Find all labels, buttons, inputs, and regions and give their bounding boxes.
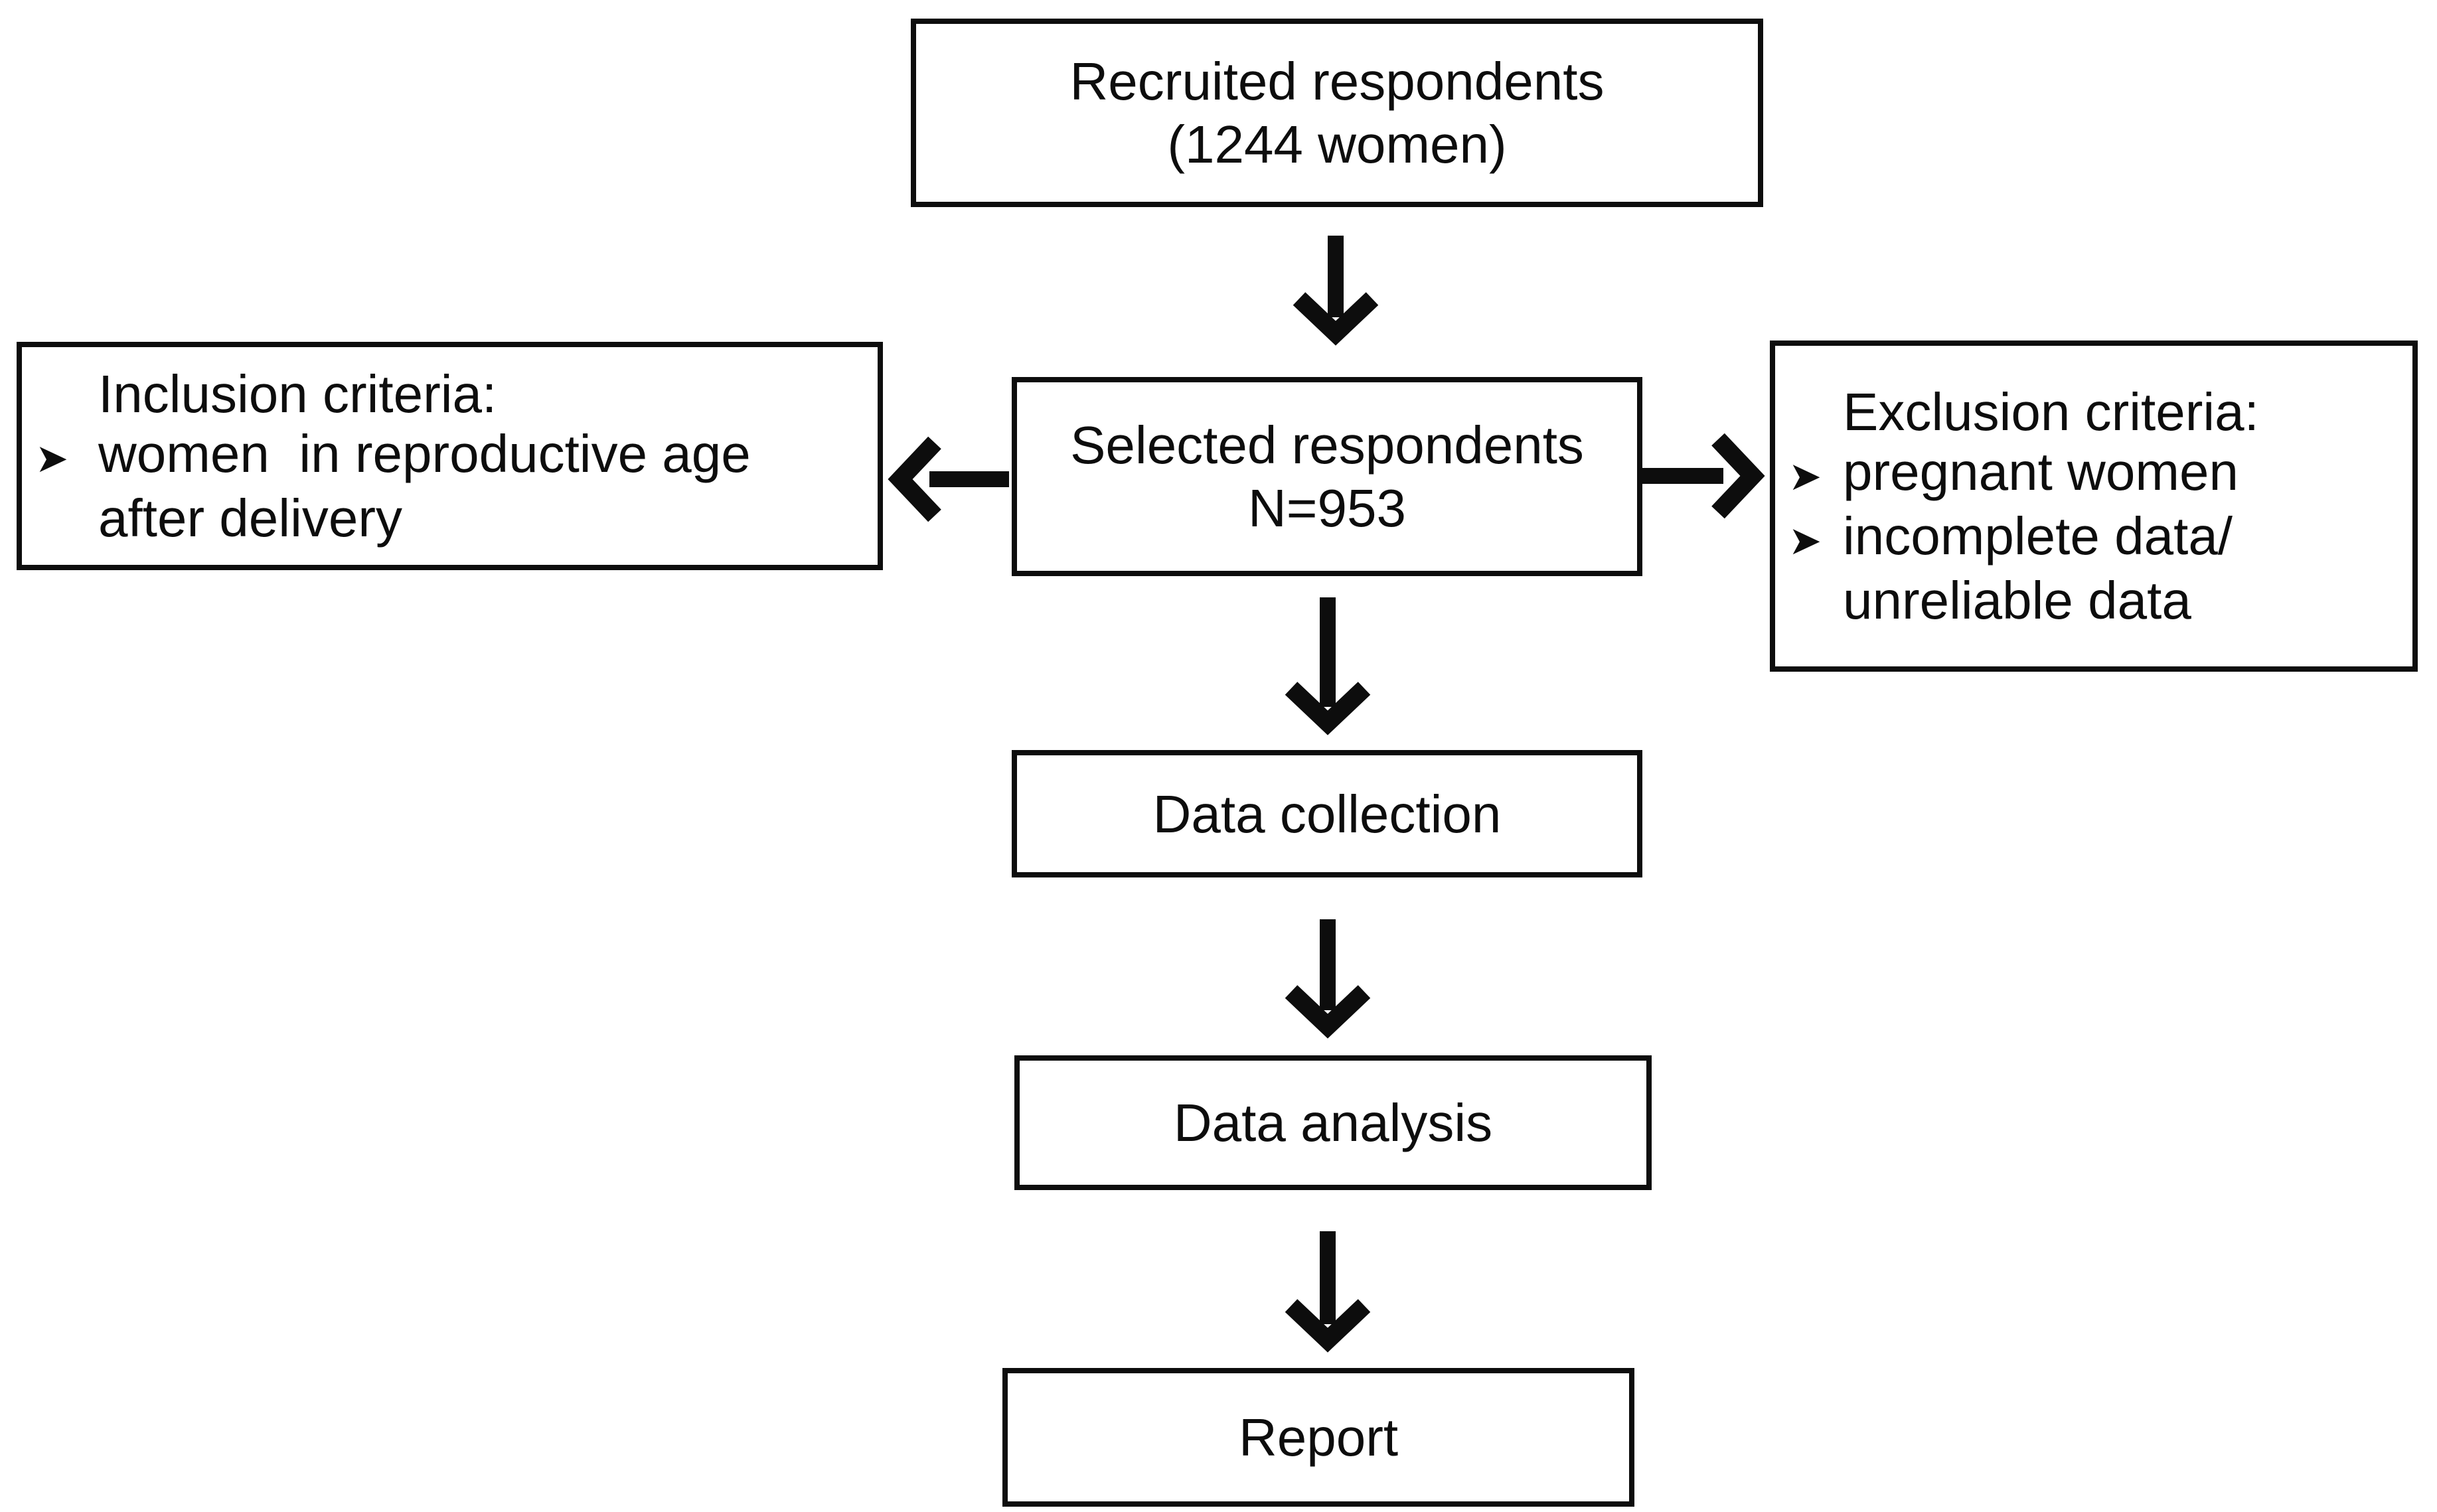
criteria-item-text: pregnant women — [1843, 441, 2239, 501]
criteria-item-row: ➤ pregnant women — [1788, 442, 2406, 506]
bullet-arrowhead-icon: ➤ — [1788, 453, 1822, 498]
node-text-line: N=953 — [1248, 479, 1406, 538]
criteria-item-continuation-row: unreliable data — [1788, 571, 2406, 631]
left-arrow-icon — [888, 436, 1009, 522]
criteria-title-row: Inclusion criteria: — [35, 364, 871, 424]
node-exclusion-criteria: Exclusion criteria: ➤ pregnant women ➤ i… — [1770, 340, 2418, 672]
node-text-line: Recruited respondents — [1069, 52, 1605, 111]
criteria-item-text: women in reproductive age — [98, 423, 751, 483]
node-text-line: Report — [1238, 1408, 1399, 1467]
node-text-line: Data collection — [1152, 784, 1502, 844]
node-recruited-respondents: Recruited respondents (1244 women) — [911, 19, 1763, 207]
node-data-analysis: Data analysis — [1014, 1055, 1652, 1190]
criteria-item-text: after delivery — [98, 488, 402, 548]
criteria-item-text: incomplete data/ — [1843, 506, 2233, 566]
criteria-title: Inclusion criteria: — [98, 364, 497, 423]
node-report: Report — [1002, 1368, 1634, 1507]
node-text-line: (1244 women) — [1167, 115, 1507, 174]
criteria-title-row: Exclusion criteria: — [1788, 382, 2406, 442]
down-arrow-icon — [1285, 919, 1371, 1039]
node-inclusion-criteria: Inclusion criteria: ➤ women in reproduct… — [17, 342, 883, 570]
criteria-title: Exclusion criteria: — [1843, 382, 2259, 441]
criteria-item-text: unreliable data — [1843, 570, 2191, 630]
bullet-arrowhead-icon: ➤ — [35, 435, 69, 481]
node-data-collection: Data collection — [1012, 750, 1642, 877]
node-text-line: Data analysis — [1173, 1093, 1493, 1152]
down-arrow-icon — [1285, 597, 1371, 735]
node-selected-respondents: Selected respondents N=953 — [1012, 377, 1642, 576]
criteria-item-row: ➤ women in reproductive age — [35, 424, 871, 489]
right-arrow-icon — [1642, 433, 1765, 519]
bullet-arrowhead-icon: ➤ — [1788, 518, 1822, 563]
down-arrow-icon — [1285, 1231, 1371, 1353]
criteria-item-row: ➤ incomplete data/ — [1788, 506, 2406, 571]
down-arrow-icon — [1293, 236, 1379, 346]
criteria-item-continuation-row: after delivery — [35, 489, 871, 548]
node-text-line: Selected respondents — [1070, 416, 1584, 475]
